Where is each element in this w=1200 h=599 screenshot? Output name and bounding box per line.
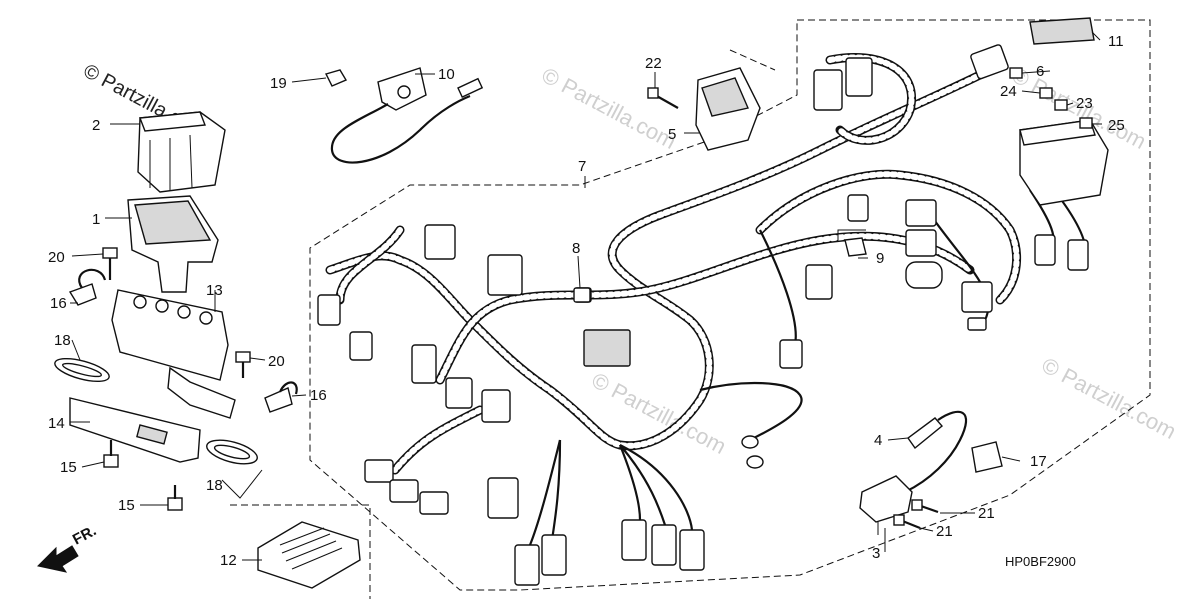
front-label: FR. — [70, 522, 99, 548]
callout-5: 5 — [668, 126, 676, 143]
part-18-band-left — [54, 357, 110, 383]
part-16-clip-right — [264, 381, 298, 413]
callout-13: 13 — [206, 282, 223, 299]
callout-22: 22 — [645, 55, 662, 72]
part-5-regulator — [695, 67, 761, 151]
front-direction-arrow: FR. — [36, 522, 99, 573]
callout-18: 18 — [54, 332, 71, 349]
part-3-switch — [859, 475, 913, 535]
group-frame-5 — [729, 49, 776, 71]
part-21-screw-a — [911, 499, 939, 514]
part-16-clip-left — [68, 268, 107, 306]
callout-9: 9 — [876, 250, 884, 267]
part-15-bolt-b — [167, 485, 183, 511]
callout-24: 24 — [1000, 83, 1017, 100]
watermark-faint: © Partzilla.com — [1038, 352, 1181, 444]
callout-2: 2 — [92, 117, 100, 134]
part-10-sensor-lead — [330, 67, 484, 164]
group-frame-12 — [230, 504, 371, 599]
part-8-connector — [573, 287, 591, 303]
part-13-bracket — [111, 289, 236, 419]
part-12-cover — [257, 521, 361, 589]
callout-20: 20 — [268, 353, 285, 370]
part-6-fuse — [1009, 67, 1023, 79]
part-15-bolt-a — [103, 440, 119, 468]
part-2-relay-box — [137, 111, 226, 193]
callout-18: 18 — [206, 477, 223, 494]
part-4-sensor — [904, 410, 967, 493]
callout-3: 3 — [872, 545, 880, 562]
watermark-faint: © Partzilla.com — [538, 62, 681, 154]
part-19-screw — [324, 69, 348, 87]
part-23-fuse — [1054, 99, 1068, 111]
callout-10: 10 — [438, 66, 455, 83]
callout-15: 15 — [60, 459, 77, 476]
part-14-plate — [69, 397, 201, 463]
part-1-module — [127, 195, 219, 293]
part-24-fuse — [1039, 87, 1053, 99]
callout-14: 14 — [48, 415, 65, 432]
callout-21: 21 — [936, 523, 953, 540]
callout-25: 25 — [1108, 117, 1125, 134]
callout-17: 17 — [1030, 453, 1047, 470]
part-18-band-right — [206, 439, 258, 465]
callout-15: 15 — [118, 497, 135, 514]
part-11-label — [1029, 17, 1095, 45]
callout-6: 6 — [1036, 63, 1044, 80]
part-25-fuse — [1079, 117, 1093, 129]
callout-12: 12 — [220, 552, 237, 569]
part-20-bolt-top — [102, 247, 118, 280]
part-22-bolt — [647, 87, 679, 109]
diagram-code: HP0BF2900 — [1005, 554, 1076, 569]
harness-connectors — [317, 44, 1089, 586]
harness-frame — [309, 19, 1151, 591]
part-20-bolt-right — [235, 351, 251, 378]
callout-16: 16 — [50, 295, 67, 312]
callout-7: 7 — [578, 158, 586, 175]
callout-20: 20 — [48, 249, 65, 266]
callout-21: 21 — [978, 505, 995, 522]
part-21-screw-b — [893, 514, 921, 530]
callout-11: 11 — [1108, 33, 1124, 50]
callout-8: 8 — [572, 240, 580, 257]
callout-19: 19 — [270, 75, 287, 92]
callout-16: 16 — [310, 387, 327, 404]
callout-23: 23 — [1076, 95, 1093, 112]
part-25-fuse-box — [1019, 119, 1109, 206]
callout-1: 1 — [92, 211, 100, 228]
part-17-cap — [971, 441, 1003, 473]
callout-4: 4 — [874, 432, 882, 449]
part-9-cap — [844, 237, 867, 257]
leader-lines — [70, 31, 1102, 561]
